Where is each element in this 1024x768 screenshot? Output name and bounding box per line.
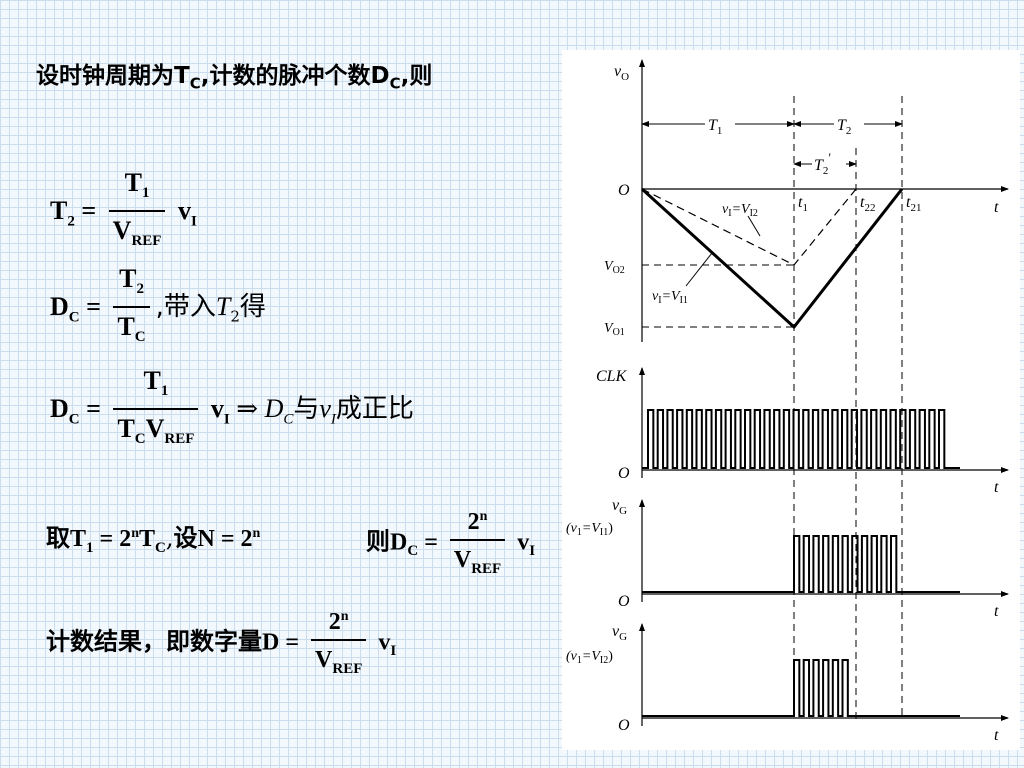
equation-choose-t1: 取T1 = 2nTC,设N = 2n xyxy=(46,524,261,556)
ann-vi2: vI=VI2 xyxy=(722,202,758,219)
eq1-lhs: T xyxy=(50,196,68,226)
vg1-label: vG xyxy=(612,497,627,517)
eq3-var-sub: I xyxy=(223,411,230,428)
eq2-numerator: T2 xyxy=(113,262,150,309)
ann-vi1-leader xyxy=(685,252,713,287)
vg2-condition: (v1=VI2) xyxy=(566,649,613,666)
eq1-equals: = xyxy=(81,196,97,226)
diagram-background xyxy=(562,50,1020,750)
eq3-concl-sub: C xyxy=(283,411,294,428)
clk-t-label: t xyxy=(994,479,999,496)
vg1-t-label: t xyxy=(994,603,999,620)
eq1-numerator: T1 xyxy=(108,166,166,213)
equation-dc-1: DC = T2 TC ,带入T2得 xyxy=(50,262,266,356)
eq5-fraction: 2n VREF xyxy=(449,500,506,588)
dashed-guides xyxy=(642,96,903,720)
vo-label: vO xyxy=(614,63,629,83)
eq3-equals: = xyxy=(86,394,101,424)
eq3-denominator: TCVREF xyxy=(117,414,195,448)
t2p-label: T2′ xyxy=(814,150,831,177)
eq3-lhs-sub: C xyxy=(68,411,80,428)
vg2-panel: vG (v1=VI2) O t xyxy=(566,623,1009,744)
headline-text-2: ,计数的脉冲个数D xyxy=(200,63,390,89)
equation-t2: T2 = T1 VREF vI xyxy=(50,166,197,260)
eq6-text: 计数结果，即数字量 xyxy=(46,627,262,656)
eq2-tail-var-sub: 2 xyxy=(230,307,240,326)
vo2-level: VO2 xyxy=(604,259,625,276)
vg1-pulse-train xyxy=(642,535,960,593)
eq1-var: v xyxy=(177,196,191,226)
headline-text-3: ,则 xyxy=(400,63,433,89)
vg1-origin: O xyxy=(618,593,630,610)
eq3-var: v xyxy=(210,394,224,424)
headline-sub-2: C xyxy=(389,74,401,93)
eq2-equals: = xyxy=(86,292,101,322)
clk-panel: CLK O t xyxy=(596,367,1009,496)
t1-marker: t1 xyxy=(798,194,808,214)
eq4-she: 设 xyxy=(173,524,198,552)
vg2-label: vG xyxy=(612,623,627,643)
t2p-label-bg xyxy=(812,152,846,174)
vg1-condition: (v1=VI1) xyxy=(566,521,613,538)
eq1-lhs-sub: 2 xyxy=(67,213,75,230)
eq2-denominator: TC xyxy=(117,312,146,346)
eq3-concl-mid: 与 xyxy=(293,394,320,425)
clk-label: CLK xyxy=(596,368,628,385)
ramp-vi1 xyxy=(640,187,904,330)
eq3-concl-end: 成正比 xyxy=(335,394,414,425)
vg2-pulse-train xyxy=(642,659,960,717)
eq3-numerator: T1 xyxy=(113,364,199,411)
eq3-concl-var: D xyxy=(264,394,284,424)
eq2-tail-var: T xyxy=(215,292,231,322)
eq1-var-sub: I xyxy=(190,213,197,230)
ann-vi2-leader xyxy=(747,215,761,237)
vo-origin: O xyxy=(618,182,630,199)
eq3-concl-var2: v xyxy=(319,394,331,424)
slide-headline: 设时钟周期为TC,计数的脉冲个数DC,则 xyxy=(36,56,432,93)
headline-sub-1: C xyxy=(189,74,201,93)
headline-text-1: 设时钟周期为T xyxy=(36,63,190,89)
vo1-level: VO1 xyxy=(604,321,625,338)
equation-dc-3: 则DC = 2n VREF vI xyxy=(366,500,535,588)
eq4-pre: 取 xyxy=(46,524,70,552)
t2-label: T2 xyxy=(837,117,851,137)
t2-label-bg xyxy=(834,114,864,134)
ann-vi1: vI=VI1 xyxy=(652,289,688,306)
t21-marker: t21 xyxy=(906,194,921,214)
equation-digital-output: 计数结果，即数字量D = 2n VREF vI xyxy=(46,600,396,688)
eq1-fraction: T1 VREF xyxy=(108,166,166,260)
ramp-vi2 xyxy=(641,188,857,266)
eq3-fraction: T1 TCVREF xyxy=(113,364,199,458)
vg2-t-label: t xyxy=(994,727,999,744)
eq6-fraction: 2n VREF xyxy=(311,600,367,688)
t22-marker: t22 xyxy=(860,194,875,214)
eq2-fraction: T2 TC xyxy=(113,262,150,356)
vo-panel: vO O t T1 T2 T2′ t1 t22 t21 vI=VI2 vI=VI… xyxy=(604,59,1009,342)
t1-label: T1 xyxy=(708,117,722,137)
clk-origin: O xyxy=(618,465,630,482)
eq1-denominator: VREF xyxy=(112,216,162,250)
clk-pulse-train xyxy=(642,409,960,469)
eq2-lhs-sub: C xyxy=(68,309,80,326)
eq5-ze: 则 xyxy=(366,527,390,556)
eq3-concl-sub2: I xyxy=(330,411,336,428)
eq2-tail-end: 得 xyxy=(239,292,266,323)
eq2-lhs: D xyxy=(50,292,69,322)
equation-dc-2: DC = T1 TCVREF vI ⇒ DC与vI成正比 xyxy=(50,364,414,458)
t1-label-bg xyxy=(705,114,735,134)
eq3-implies: ⇒ xyxy=(236,394,259,425)
eq2-tail-text: ,带入 xyxy=(155,292,216,323)
vg2-origin: O xyxy=(618,717,630,734)
eq3-lhs: D xyxy=(50,394,69,424)
vo-t-label: t xyxy=(994,199,999,216)
vg1-panel: vG (v1=VI1) O t xyxy=(566,497,1009,620)
